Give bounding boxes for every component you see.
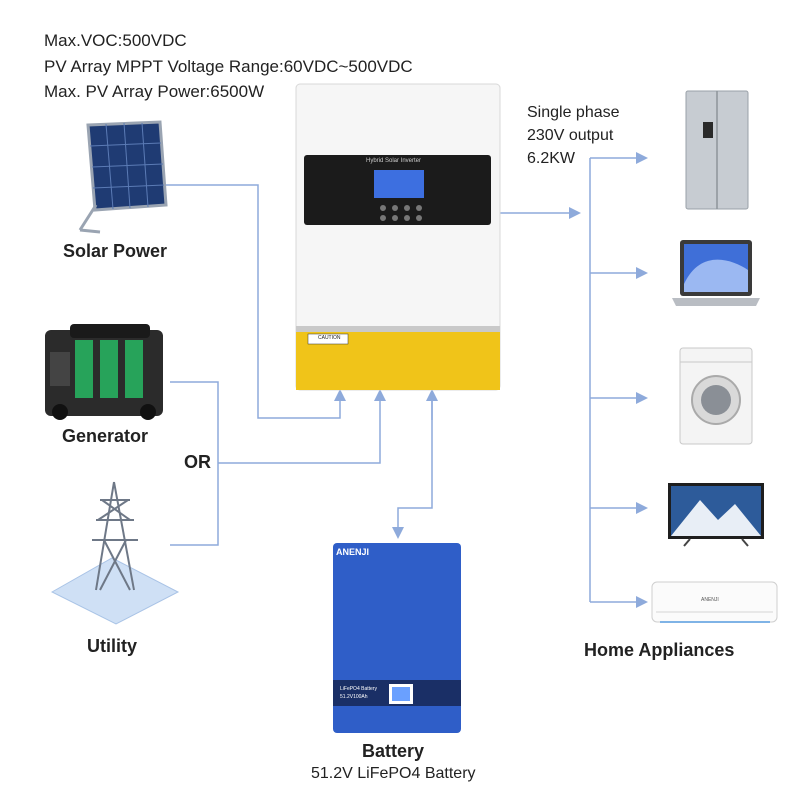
spec-max-pv-power: Max. PV Array Power:6500W	[44, 82, 265, 101]
battery-label: Battery	[362, 741, 425, 761]
battery-line	[392, 392, 433, 539]
ac-brand: ANENJI	[701, 597, 719, 603]
solar-to-inverter-line	[165, 184, 346, 419]
spec-mppt-range: PV Array MPPT Voltage Range:60VDC~500VDC	[44, 57, 413, 76]
inverter-panel-title: Hybrid Solar Inverter	[366, 158, 422, 164]
home-appliances-label: Home Appliances	[584, 640, 735, 660]
battery-brand: ANENJI	[336, 547, 370, 557]
output-power-text: 6.2KW	[527, 150, 576, 167]
spec-max-voc: Max.VOC:500VDC	[44, 31, 187, 50]
solar-power-label: Solar Power	[63, 241, 168, 261]
output-phase-text: Single phase	[527, 104, 620, 121]
generator-label: Generator	[62, 426, 149, 446]
utility-label: Utility	[87, 636, 138, 656]
caution-label: CAUTION	[318, 335, 341, 341]
or-label: OR	[184, 452, 211, 472]
output-voltage-text: 230V output	[527, 127, 614, 144]
grid-to-inverter-line	[218, 389, 386, 464]
battery-screen-line2: 51.2V100Ah	[340, 694, 368, 700]
battery-screen-line1: LiFePO4 Battery	[340, 686, 377, 692]
battery-subtitle: 51.2V LiFePO4 Battery	[311, 765, 476, 782]
